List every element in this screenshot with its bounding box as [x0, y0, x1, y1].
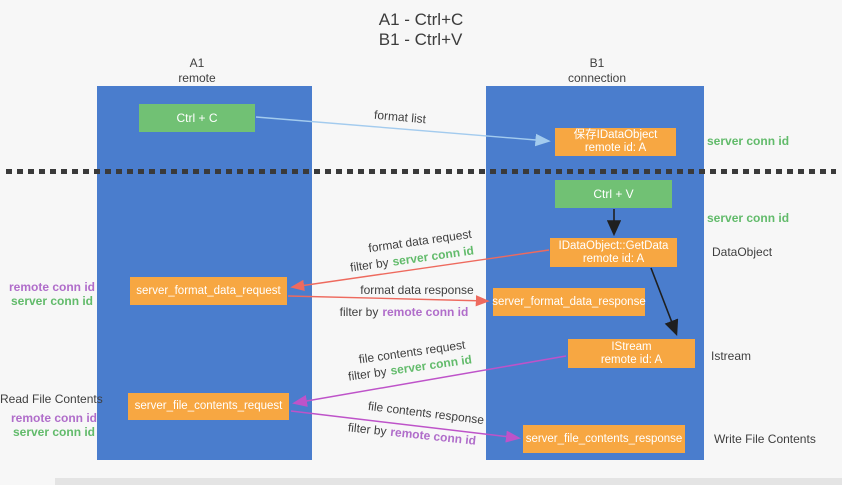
- right-column-id: B1: [589, 56, 605, 70]
- remote-conn-id-text: remote conn id: [389, 424, 477, 448]
- title-line-1: A1 - Ctrl+C: [378, 10, 464, 29]
- right-column-name: connection: [567, 71, 627, 85]
- istream-side-label: Istream: [711, 349, 752, 363]
- filter-by-text: filter by: [339, 305, 379, 319]
- server-conn-id-right-mid-label: server conn id: [707, 211, 790, 225]
- getdata-line2: remote id: A: [582, 252, 645, 265]
- dataobject-side-label: DataObject: [712, 245, 773, 259]
- server-format-data-request-node: server_format_data_request: [130, 277, 287, 305]
- remote-conn-id-left-top-label: remote conn id: [8, 280, 95, 294]
- ctrl-v-node: Ctrl + V: [555, 180, 672, 208]
- bottom-edge-bar: [55, 478, 842, 485]
- left-column-header: A1 remote: [137, 56, 257, 86]
- istream-line1: IStream: [611, 340, 652, 353]
- server-conn-id-left-bottom-label: server conn id: [12, 425, 96, 439]
- right-column-header: B1 connection: [537, 56, 657, 86]
- filter-by-text: filter by: [347, 420, 388, 439]
- read-file-contents-label: Read File Contents: [0, 392, 103, 406]
- istream-node: IStream remote id: A: [568, 339, 695, 368]
- ctrl-c-node: Ctrl + C: [139, 104, 255, 132]
- server-conn-id-right-top-label: server conn id: [707, 134, 790, 148]
- write-file-contents-label: Write File Contents: [714, 432, 816, 446]
- remote-conn-id-text: remote conn id: [382, 305, 469, 319]
- save-idataobject-line2: remote id: A: [584, 142, 647, 154]
- server-file-contents-request-node: server_file_contents_request: [128, 393, 289, 420]
- left-column-name: remote: [178, 71, 216, 85]
- server-conn-id-left-top-label: server conn id: [10, 294, 94, 308]
- title-line-2: B1 - Ctrl+V: [378, 30, 463, 49]
- save-idataobject-line1: 保存IDataObject: [573, 129, 658, 141]
- file-contents-response-label: file contents response: [367, 398, 485, 428]
- server-file-contents-response-node: server_file_contents_response: [523, 425, 685, 453]
- filter-by-text: filter by: [349, 255, 390, 275]
- format-data-response-label: format data response: [360, 283, 474, 297]
- diagram-title: A1 - Ctrl+C B1 - Ctrl+V: [379, 10, 464, 50]
- server-format-data-response-node: server_format_data_response: [492, 288, 646, 316]
- remote-conn-id-left-bottom-label: remote conn id: [10, 411, 97, 425]
- getdata-line1: IDataObject::GetData: [558, 239, 669, 252]
- left-column-id: A1: [189, 56, 205, 70]
- save-idataobject-node: 保存IDataObject remote id: A: [555, 128, 676, 156]
- format-list-label: format list: [373, 107, 427, 127]
- phase-divider-dotted-line: [6, 169, 836, 174]
- istream-line2: remote id: A: [600, 353, 663, 366]
- filter-by-text: filter by: [347, 364, 388, 384]
- idataobject-getdata-node: IDataObject::GetData remote id: A: [550, 238, 677, 267]
